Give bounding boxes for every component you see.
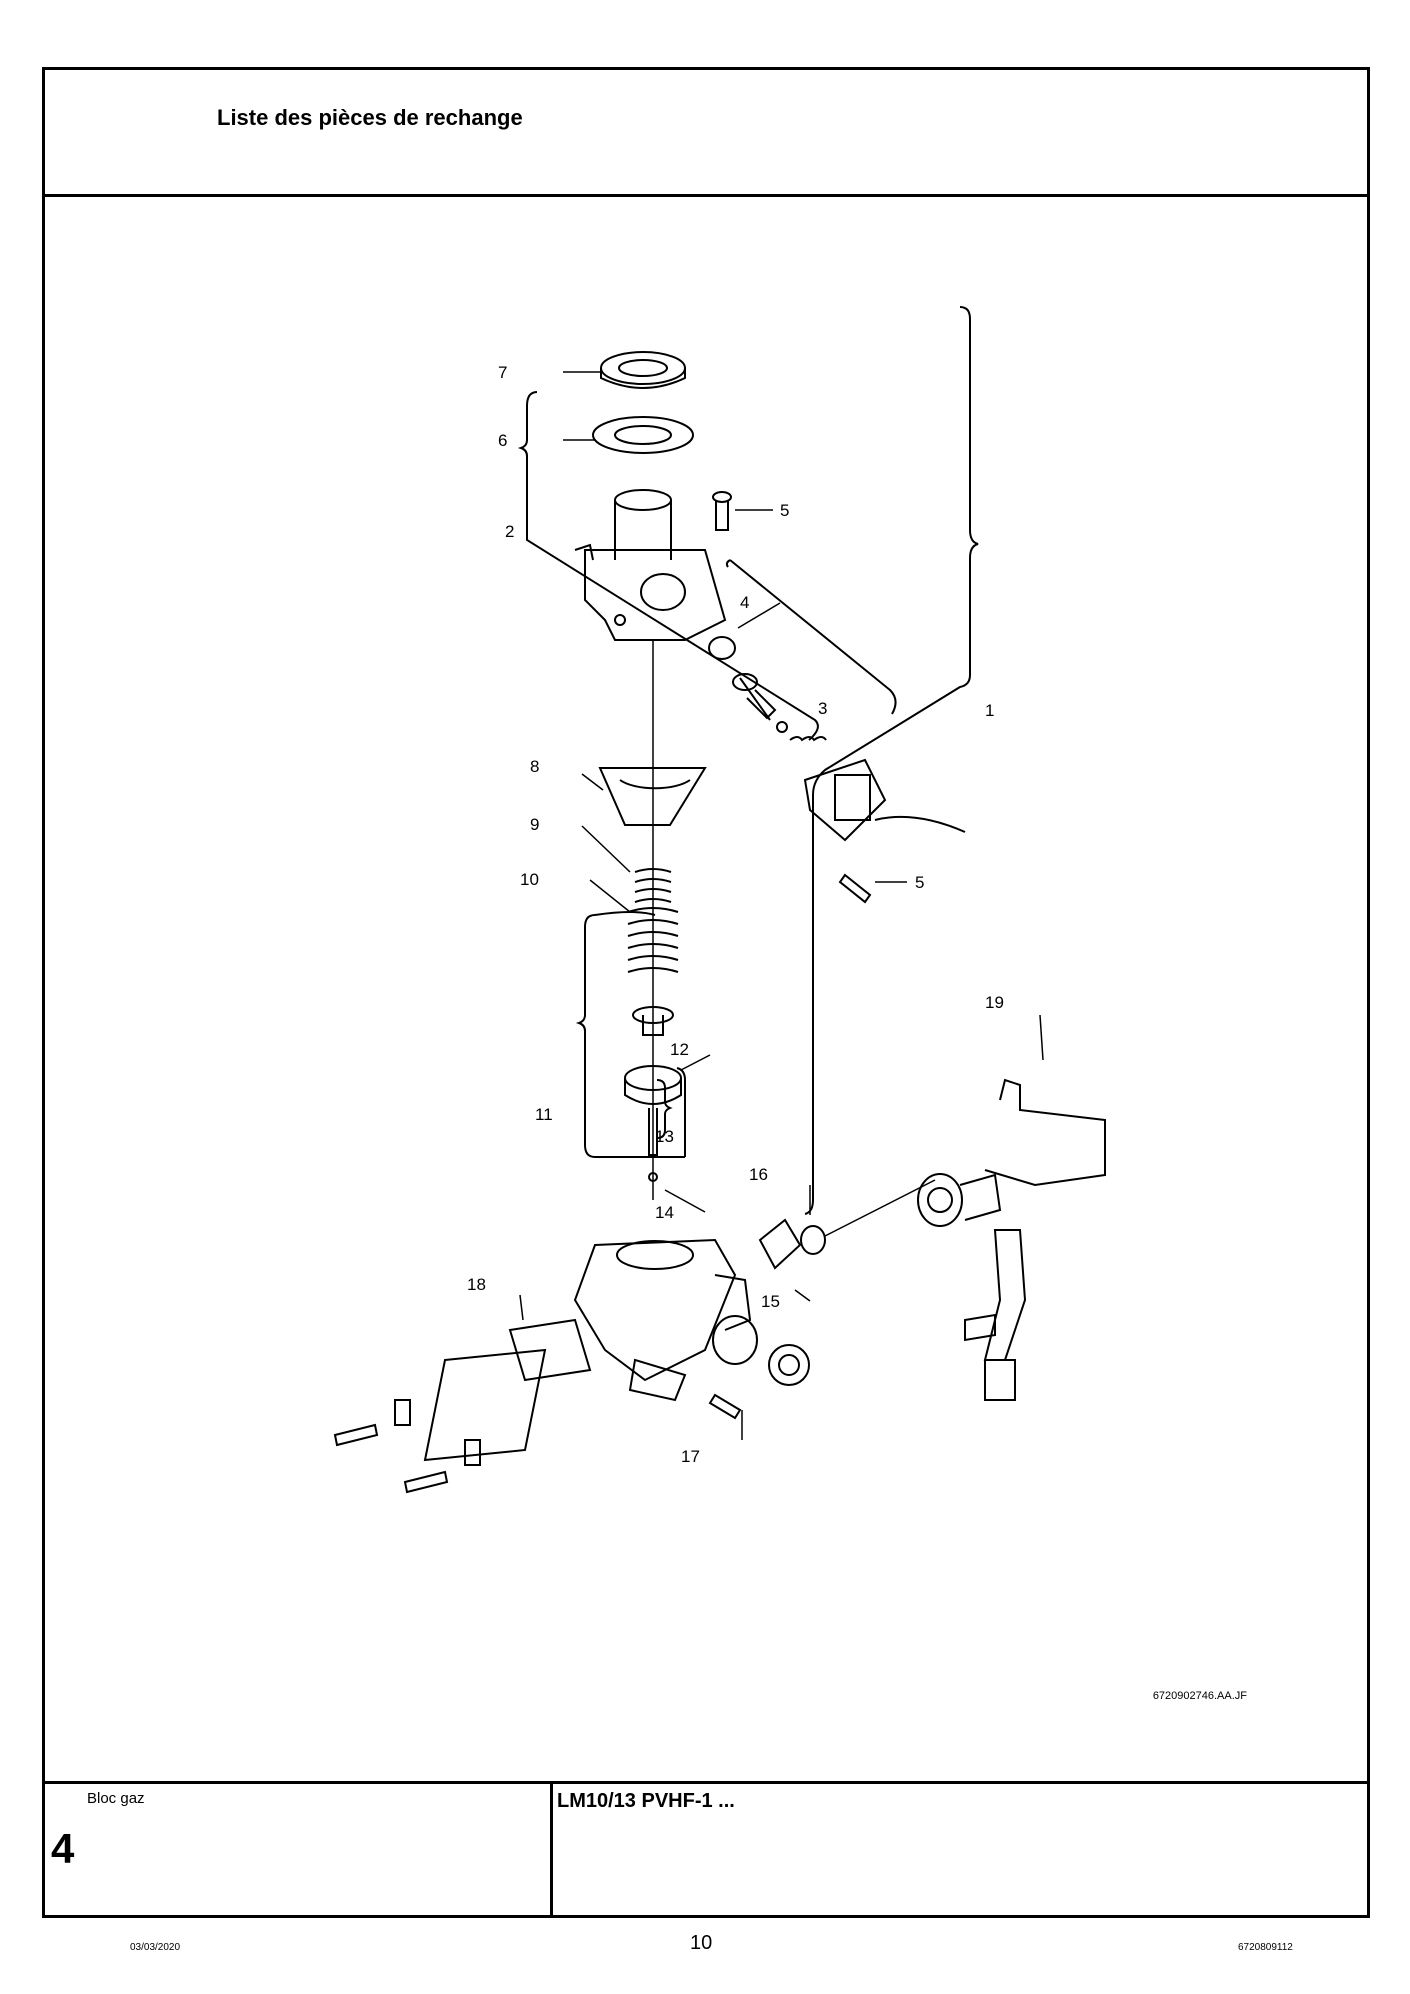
part-16-washer: [800, 1225, 826, 1255]
callout-14: 14: [655, 1203, 674, 1222]
part-5-screw-top: [712, 491, 732, 531]
callout-19: 19: [985, 993, 1004, 1012]
callout-4: 4: [740, 593, 749, 612]
part-17-screw: [708, 1393, 742, 1420]
part-3-actuator: [732, 673, 966, 842]
callout-3: 3: [818, 699, 827, 718]
part-11-valve: [624, 1006, 682, 1182]
exploded-diagram: 1 2 3 4 5 5 6 7 8 9 10 11 12 13 14 15 16…: [333, 306, 1106, 1494]
callout-6: 6: [498, 431, 507, 450]
callout-9: 9: [530, 815, 539, 834]
callout-12: 12: [670, 1040, 689, 1059]
footer-divider: [45, 1781, 1367, 1784]
footer-doc-number: 6720809112: [1238, 1942, 1293, 1953]
callout-18: 18: [467, 1275, 486, 1294]
bracket-13: [656, 1079, 673, 1139]
drawing-reference: 6720902746.AA.JF: [1152, 1690, 1247, 1702]
part-4-oring: [708, 636, 736, 660]
footer-date: 03/03/2020: [130, 1942, 181, 1953]
part-7-nut: [600, 351, 686, 389]
callout-7: 7: [498, 363, 507, 382]
part-8-gasket: [598, 767, 707, 826]
footer-column-divider: [550, 1781, 553, 1918]
callout-15: 15: [761, 1292, 780, 1311]
callout-5-top: 5: [780, 501, 789, 520]
callout-10: 10: [520, 870, 539, 889]
callout-17: 17: [681, 1447, 700, 1466]
section-label: Bloc gaz: [87, 1790, 145, 1807]
part-18-plates: [333, 1318, 592, 1494]
page-number: 10: [690, 1932, 713, 1954]
model-name: LM10/13 PVHF-1 ...: [557, 1790, 735, 1812]
callout-13: 13: [655, 1127, 674, 1146]
part-9-10-springs: [627, 868, 679, 973]
bracket-2: [517, 391, 819, 741]
callout-5-bottom: 5: [915, 873, 924, 892]
bracket-3: [725, 559, 897, 715]
part-19-bracket: [917, 1078, 1106, 1401]
section-number: 4: [51, 1825, 75, 1872]
bracket-11: [575, 914, 685, 1158]
main-gas-block: [573, 1238, 810, 1402]
part-2-housing: [574, 489, 727, 641]
page-frame: Liste des pièces de rechange: [42, 67, 1370, 1918]
part-6-washer: [592, 416, 694, 454]
callout-1: 1: [985, 701, 994, 720]
callout-labels: 1 2 3 4 5 5 6 7 8 9 10 11 12 13 14 15 16…: [467, 363, 1004, 1466]
bracket-1: [804, 306, 979, 1215]
callout-11: 11: [535, 1105, 553, 1124]
callout-8: 8: [530, 757, 539, 776]
leader-lines: [519, 371, 1044, 1440]
page-title: Liste des pièces de rechange: [217, 105, 523, 130]
header-divider: [45, 194, 1367, 197]
part-15-filter: [758, 1218, 802, 1270]
part-5-screw-bottom: [838, 873, 872, 904]
callout-16: 16: [749, 1165, 768, 1184]
callout-2: 2: [505, 522, 514, 541]
